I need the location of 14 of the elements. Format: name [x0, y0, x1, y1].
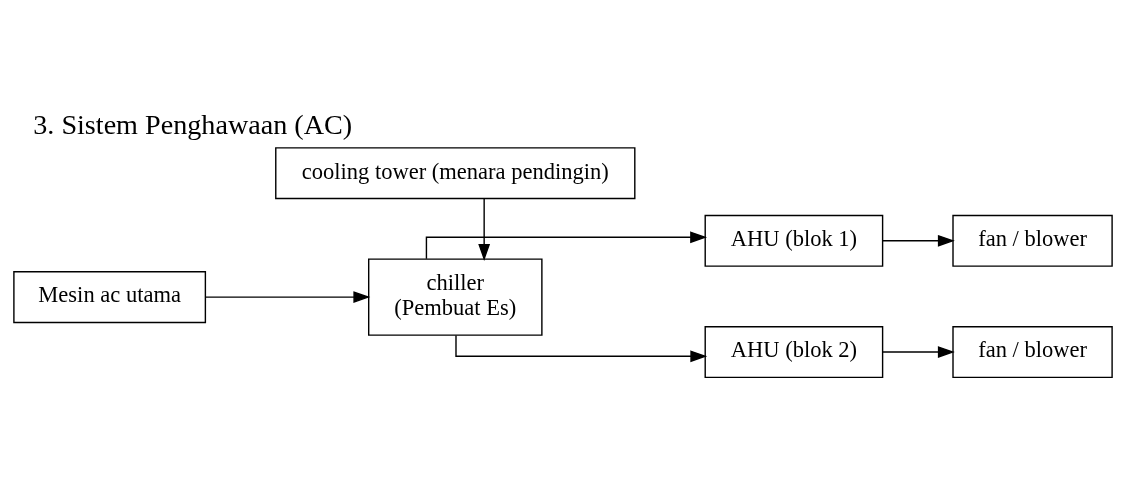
arrow [882, 346, 955, 358]
node-box: cooling tower (menara pendingin) [275, 147, 636, 200]
arrow [455, 334, 708, 363]
node-box: Mesin ac utama [13, 271, 207, 324]
node-box: fan / blower [952, 325, 1113, 379]
diagram-title: 3. Sistem Penghawaan (AC) [33, 108, 353, 140]
node-box: chiller (Pembuat Es) [368, 258, 543, 336]
node-box: fan / blower [952, 214, 1113, 267]
arrow [882, 234, 955, 247]
arrow [478, 198, 491, 261]
arrow [204, 291, 371, 304]
node-box: AHU (blok 1) [704, 214, 884, 267]
node-box: AHU (blok 2) [704, 325, 884, 379]
arrow [425, 231, 708, 260]
